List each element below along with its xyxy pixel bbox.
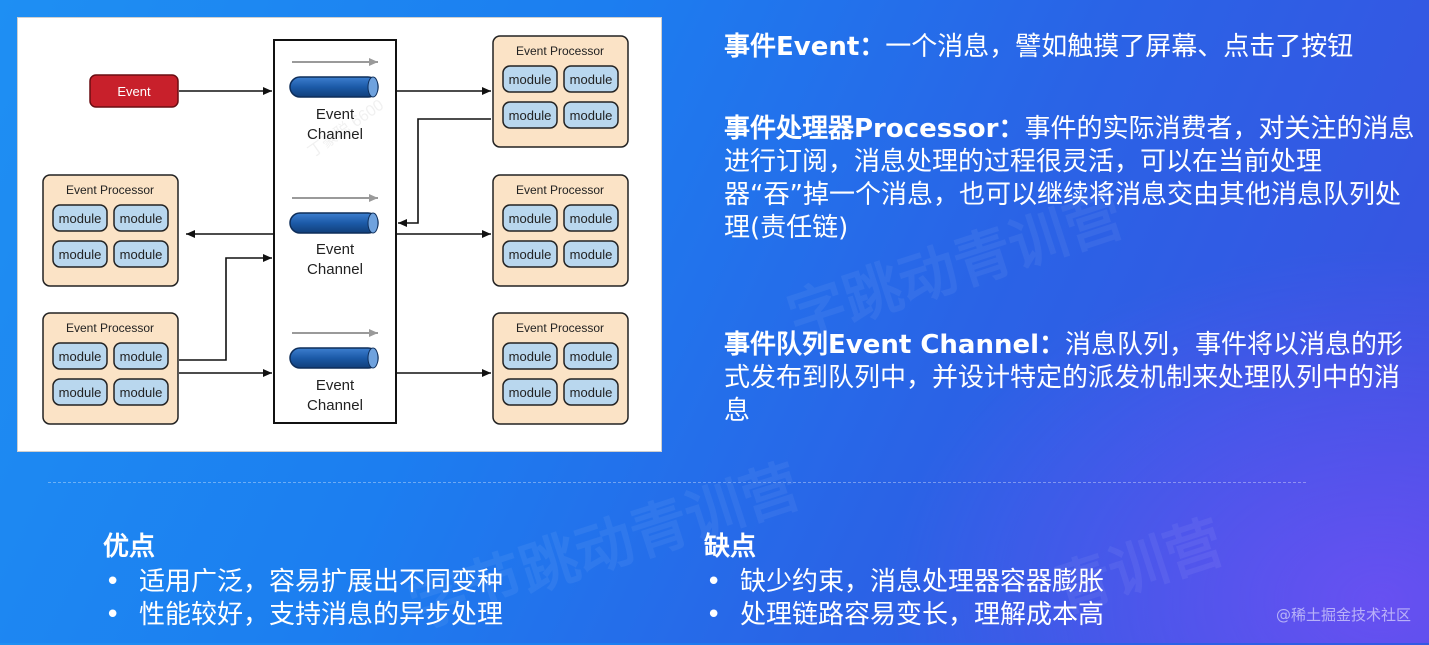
module-box: [113, 204, 169, 232]
module-label: module: [509, 247, 552, 262]
module-box: [502, 342, 558, 370]
module-label: module: [59, 211, 102, 226]
module-label: module: [509, 385, 552, 400]
channel-label-line2: Channel: [307, 397, 363, 414]
processor-bottom-right: Event Processor module module module module: [492, 312, 629, 425]
processor-mid-right: Event Processor module module module module: [492, 174, 629, 287]
module-label: module: [570, 108, 613, 123]
pros-list: 适用广泛，容易扩展出不同变种 性能较好，支持消息的异步处理: [103, 566, 503, 632]
module-box: [563, 204, 619, 232]
pros-item: 适用广泛，容易扩展出不同变种: [103, 566, 503, 599]
pros-section: 优点 适用广泛，容易扩展出不同变种 性能较好，支持消息的异步处理: [103, 531, 503, 632]
channel-label-line2: Channel: [307, 126, 363, 143]
channel-label-line2: Channel: [307, 261, 363, 278]
module-box: [52, 204, 108, 232]
processor-top-right: Event Processor module module module module: [492, 35, 629, 148]
divider: [48, 482, 1306, 483]
module-label: module: [59, 349, 102, 364]
event-channel-2: Event Channel: [289, 194, 379, 278]
processor-title: Event Processor: [516, 183, 604, 197]
module-label: module: [120, 211, 163, 226]
event-channel-1: Event Channel: [289, 58, 379, 143]
module-label: module: [570, 211, 613, 226]
module-label: module: [570, 385, 613, 400]
module-label: module: [570, 247, 613, 262]
channel-term: 事件队列Event Channel：: [724, 330, 1066, 360]
module-label: module: [120, 349, 163, 364]
arrow-left-processor-to-channel3: [179, 254, 272, 361]
module-label: module: [570, 72, 613, 87]
module-box: [502, 101, 558, 129]
module-box: [563, 240, 619, 268]
processor-title: Event Processor: [66, 183, 154, 197]
cons-list: 缺少约束，消息处理器容器膨胀 处理链路容易变长，理解成本高: [704, 566, 1104, 632]
module-box: [502, 378, 558, 406]
module-box: [113, 378, 169, 406]
module-box: [113, 342, 169, 370]
channel-pipe: [289, 212, 379, 234]
channel-text: 消息队列，事件将以消息的形式发布到队列中，并设计特定的派发机制来处理队列中的消息: [724, 330, 1404, 426]
cons-title: 缺点: [704, 532, 757, 562]
cons-item: 处理链路容易变长，理解成本高: [704, 599, 1104, 632]
channel-description: 事件队列Event Channel：消息队列，事件将以消息的形式发布到队列中，并…: [724, 329, 1424, 428]
channel-pipe: [289, 347, 379, 369]
event-text: 一个消息，譬如触摸了屏幕、点击了按钮: [885, 32, 1354, 62]
event-channel-3: Event Channel: [289, 329, 379, 414]
module-label: module: [120, 385, 163, 400]
module-box: [52, 378, 108, 406]
module-label: module: [509, 211, 552, 226]
module-box: [113, 240, 169, 268]
processor-title: Event Processor: [66, 321, 154, 335]
module-label: module: [509, 72, 552, 87]
module-label: module: [59, 385, 102, 400]
module-box: [563, 101, 619, 129]
module-label: module: [570, 349, 613, 364]
cons-section: 缺点 缺少约束，消息处理器容器膨胀 处理链路容易变长，理解成本高: [704, 531, 1104, 632]
pros-item: 性能较好，支持消息的异步处理: [103, 599, 503, 632]
event-box: Event: [89, 74, 179, 108]
pros-title: 优点: [103, 532, 156, 562]
event-driven-diagram: Event Event Channel Event Channel Event …: [17, 17, 662, 452]
arrow-processor-to-channel2: [398, 118, 491, 227]
module-box: [52, 342, 108, 370]
module-label: module: [509, 349, 552, 364]
channel-pipe: [289, 76, 379, 98]
processor-title: Event Processor: [516, 321, 604, 335]
module-box: [563, 342, 619, 370]
processor-term: 事件处理器Processor：: [724, 114, 1025, 144]
module-box: [502, 204, 558, 232]
processor-bottom-left: Event Processor module module module module: [42, 312, 179, 425]
diagram-canvas: Event Event Channel Event Channel Event …: [42, 35, 629, 425]
module-label: module: [509, 108, 552, 123]
cons-item: 缺少约束，消息处理器容器膨胀: [704, 566, 1104, 599]
footer-credit: @稀土掘金技术社区: [1275, 606, 1411, 624]
processor-mid-left: Event Processor module module module module: [42, 174, 179, 287]
module-box: [502, 65, 558, 93]
channel-label-line1: Event: [316, 377, 355, 394]
module-box: [563, 378, 619, 406]
module-box: [502, 240, 558, 268]
event-description: 事件Event：一个消息，譬如触摸了屏幕、点击了按钮: [724, 31, 1424, 64]
channel-label-line1: Event: [316, 106, 355, 123]
event-box-label: Event: [117, 84, 151, 99]
module-box: [52, 240, 108, 268]
module-label: module: [59, 247, 102, 262]
event-term: 事件Event：: [724, 32, 886, 62]
flow-arrows: [179, 87, 491, 377]
channel-label-line1: Event: [316, 241, 355, 258]
processor-description: 事件处理器Processor：事件的实际消费者，对关注的消息进行订阅，消息处理的…: [724, 113, 1424, 245]
module-box: [563, 65, 619, 93]
processor-text: 事件的实际消费者，对关注的消息进行订阅，消息处理的过程很灵活，可以在当前处理器“…: [724, 114, 1415, 243]
processor-title: Event Processor: [516, 44, 604, 58]
module-label: module: [120, 247, 163, 262]
